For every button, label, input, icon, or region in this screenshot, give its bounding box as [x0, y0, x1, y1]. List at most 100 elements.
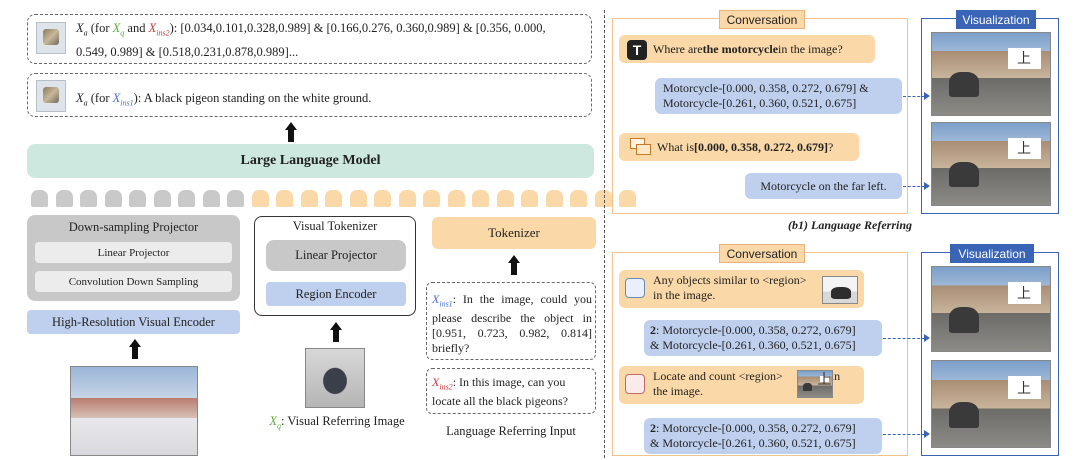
and-word: and [124, 21, 149, 35]
ins1-box [426, 282, 596, 360]
llm-label: Large Language Model [240, 153, 381, 168]
connector-top-1 [903, 96, 925, 97]
bq2-text: Locate and count <region> [653, 369, 783, 383]
question-bubble-2: What is [0.000, 0.358, 0.272, 0.679]? [619, 133, 859, 161]
visual-referring-caption: Xq: Visual Referring Image [252, 414, 422, 431]
text-token [619, 190, 636, 207]
ba2-line1-text: : Motorcycle-[0.000, 0.358, 0.272, 0.679… [656, 421, 856, 435]
xa-sub-2: a [83, 98, 88, 108]
xins2-symbol: X [148, 21, 157, 35]
text-token [545, 190, 563, 207]
language-referring-caption: Language Referring Input [446, 424, 576, 438]
linear-projector-pill: Linear Projector [35, 242, 232, 263]
xins1-sub: ins1 [120, 98, 134, 108]
output-box-1 [27, 14, 592, 64]
motorcycle-region-thumb [822, 276, 858, 304]
bq2-line1: Locate and count <region> in [653, 369, 864, 384]
paren-open: (for [90, 21, 113, 35]
text-token [496, 190, 514, 207]
text-token [521, 190, 538, 207]
text-token [349, 190, 367, 207]
hr-visual-encoder-label: High-Resolution Visual Encoder [52, 314, 215, 329]
region-thumb-street [797, 370, 833, 398]
output-text-1: Xa (for Xq and Xins2): [0.034,0.101,0.32… [76, 19, 588, 61]
visualization-image-top-2 [931, 122, 1051, 206]
conv-downsampling-pill: Convolution Down Sampling [35, 271, 232, 292]
visualization-label-top: Visualization [956, 10, 1036, 29]
caption-b1: (b1) Language Referring [788, 218, 912, 232]
q2-bold: [0.000, 0.358, 0.272, 0.679] [694, 139, 828, 154]
ba2-line2: & Motorcycle-[0.261, 0.360, 0.521, 0.675… [650, 436, 856, 450]
vt-linear-projector: Linear Projector [266, 240, 406, 271]
bq2-in: in [830, 369, 841, 383]
visual-token [153, 190, 171, 207]
robot-icon-2 [36, 80, 66, 112]
answer-bubble-2: Motorcycle on the far left. [745, 173, 902, 199]
text-token [570, 190, 587, 207]
tokenizer-box: Tokenizer [432, 217, 596, 249]
q1-post: in the image? [778, 41, 843, 56]
connector-top-2 [903, 186, 925, 187]
ba2-count: 2 [650, 421, 656, 435]
text-icon: T [627, 40, 647, 60]
conversation-label-bottom-text: Conversation [726, 246, 798, 261]
a1-line1: Motorcycle-[0.000, 0.358, 0.272, 0.679] … [663, 81, 869, 95]
q1-pre: Where are [653, 41, 703, 56]
conversation-label-top: Conversation [719, 10, 805, 29]
visual-token [31, 190, 48, 207]
ins2-symbol: X [432, 375, 440, 389]
ba2-line1: 2: Motorcycle-[0.000, 0.358, 0.272, 0.67… [650, 421, 876, 436]
xa-symbol-2: X [76, 91, 84, 105]
ba1-line1: 2: Motorcycle-[0.000, 0.358, 0.272, 0.67… [650, 323, 876, 338]
snow-pigeons-image [70, 366, 198, 456]
conv-downsampling-label: Convolution Down Sampling [68, 275, 199, 288]
xq-symbol: X [112, 21, 121, 35]
xq-caption-text: : Visual Referring Image [281, 414, 405, 428]
ins2-question: : In this image, can you locate all the … [432, 375, 568, 409]
arrow-up-icon-4 [508, 255, 520, 275]
xq-caption-symbol: X [269, 414, 277, 428]
arrow-up-icon-3 [330, 322, 342, 342]
answer-bubble-3: 2: Motorcycle-[0.000, 0.358, 0.272, 0.67… [644, 320, 882, 356]
xq-sub: q [120, 28, 125, 38]
visualization-label-top-text: Visualization [962, 12, 1030, 27]
output-text-2: Xa (for Xins1): A black pigeon standing … [76, 89, 588, 113]
crop-icon [625, 374, 645, 394]
conversation-label-bottom: Conversation [719, 244, 805, 263]
section-divider [604, 10, 605, 458]
ins1-question: : In the image, could you please describ… [432, 292, 592, 356]
downsampling-title: Down-sampling Projector [68, 220, 199, 234]
connector-bottom-1 [883, 338, 925, 339]
visual-token [202, 190, 220, 207]
xq-caption-sub: q [277, 421, 281, 431]
ba1-line1-text: : Motorcycle-[0.000, 0.358, 0.272, 0.679… [656, 323, 856, 337]
ins1-text: Xins1: In the image, could you please de… [432, 292, 592, 356]
tokenizer-label: Tokenizer [488, 225, 540, 240]
q2-post: ? [828, 139, 834, 154]
pigeon-image [305, 348, 365, 408]
q2-pre: What is [657, 139, 694, 154]
xa-symbol: X [76, 21, 84, 35]
answer-bubble-1: Motorcycle-[0.000, 0.358, 0.272, 0.679] … [655, 78, 902, 114]
robot-icon [36, 22, 66, 54]
ins2-sub: ins2 [439, 382, 453, 392]
visual-token [80, 190, 97, 207]
arrow-up-icon-2 [129, 339, 141, 359]
ins2-box [426, 368, 596, 414]
xins2-sub: ins2 [156, 28, 170, 38]
arrowhead-top-2 [924, 182, 930, 190]
q1-bold: the motorcycle [702, 41, 779, 56]
conversation-label-top-text: Conversation [726, 12, 798, 27]
arrowhead-top-1 [924, 92, 930, 100]
a1-line2: Motorcycle-[0.261, 0.360, 0.521, 0.675] [663, 96, 857, 110]
text-token [300, 190, 318, 207]
ins1-sub: ins1 [439, 299, 453, 309]
xa-sub: a [83, 28, 88, 38]
output1-boxes-line2: 0.549, 0.989] & [0.518,0.231,0.878,0.989… [76, 44, 299, 59]
a2-text: Motorcycle on the far left. [760, 178, 887, 193]
text-token [594, 190, 612, 207]
bq2-line2: the image. [653, 384, 703, 398]
xins1-symbol: X [112, 91, 121, 105]
visual-tokenizer-title: Visual Tokenizer [292, 219, 378, 233]
bq1-line2: in the image. [653, 288, 716, 302]
